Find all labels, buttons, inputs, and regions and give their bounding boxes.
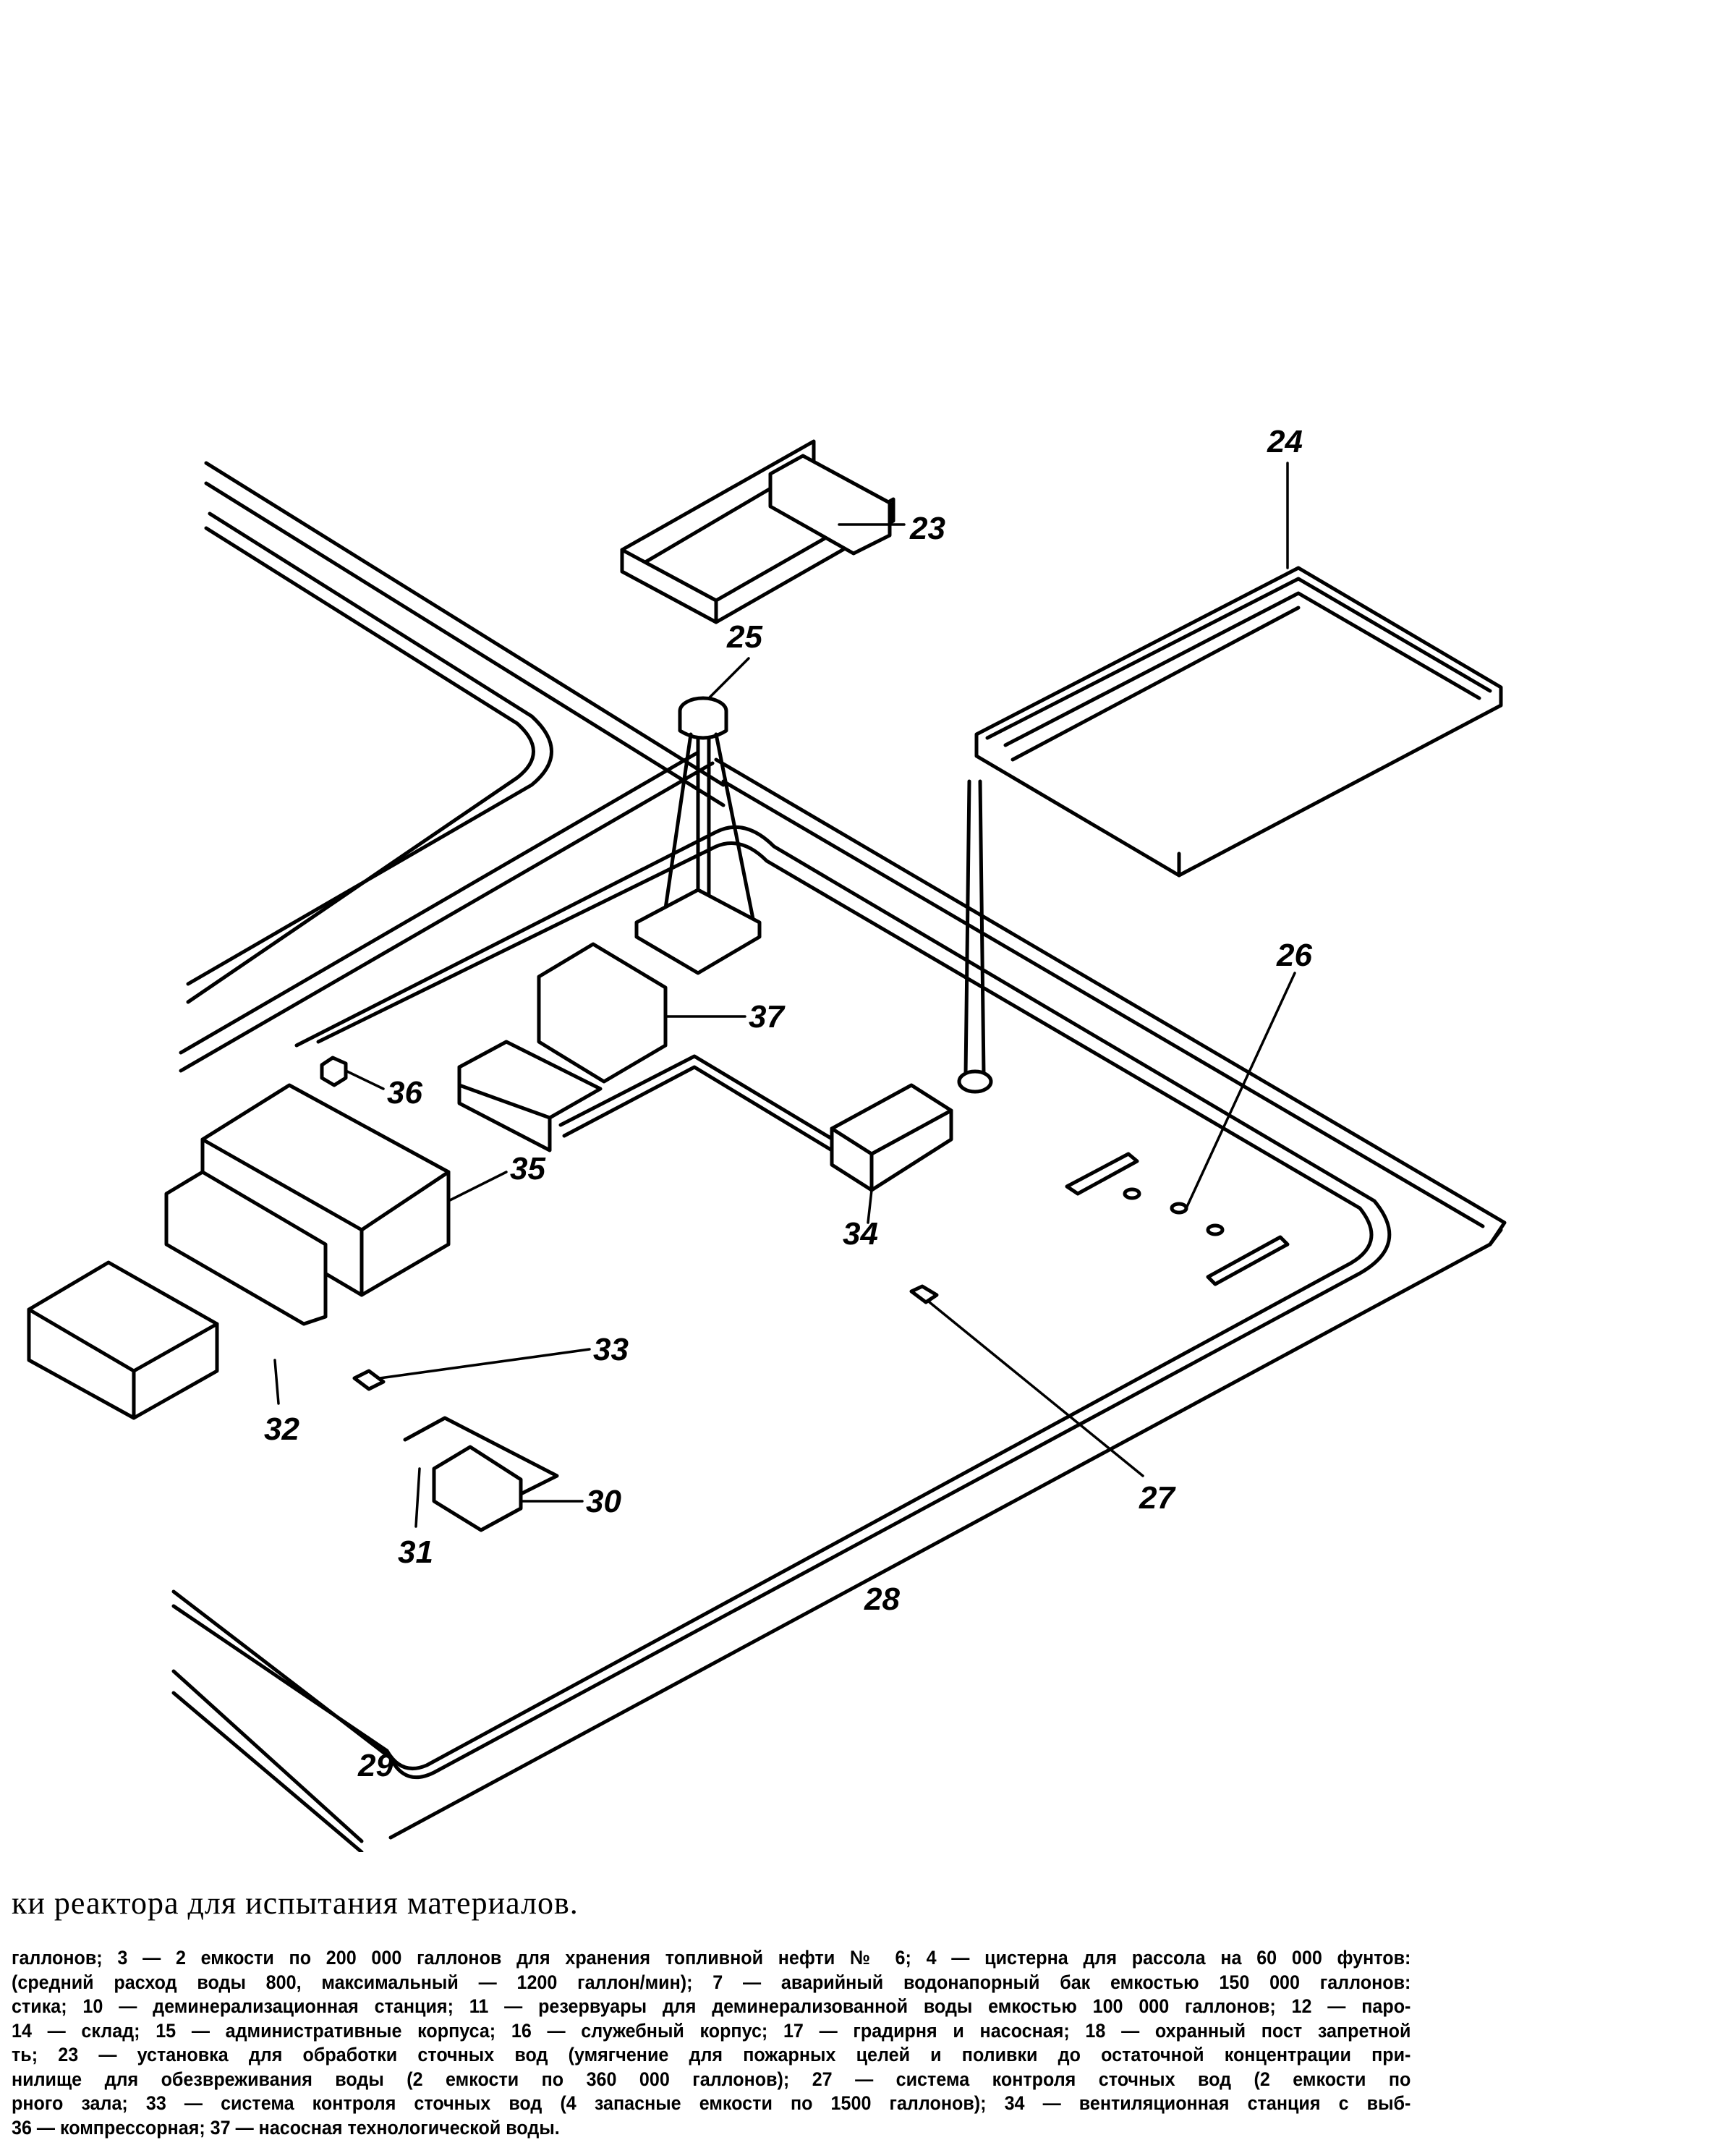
- ventilation-station: [832, 1085, 951, 1190]
- water-tower: [637, 698, 760, 973]
- label-26: 26: [1276, 938, 1312, 973]
- pump-station: [405, 1418, 557, 1530]
- figure-caption-title: ки реактора для испытания материалов.: [12, 1885, 1516, 1922]
- label-36: 36: [387, 1075, 422, 1111]
- label-28: 28: [864, 1581, 900, 1617]
- label-31: 31: [398, 1534, 433, 1570]
- compressor-house: [322, 1058, 346, 1085]
- label-29: 29: [357, 1748, 393, 1783]
- label-30: 30: [586, 1484, 621, 1519]
- label-24: 24: [1267, 424, 1303, 459]
- label-33: 33: [593, 1332, 629, 1367]
- caption-line: галлонов; 3 — 2 емкости по 200 000 галло…: [12, 1946, 1410, 1971]
- label-23: 23: [909, 511, 945, 546]
- site-markers: [354, 1154, 1288, 1389]
- caption-line: нилище для обезвреживания воды (2 емкост…: [12, 2068, 1410, 2092]
- label-32: 32: [264, 1411, 299, 1447]
- process-water-pump-house: [459, 944, 665, 1150]
- site-perimeter-fence: [174, 760, 1505, 1852]
- reactor-building-complex: [29, 1085, 448, 1418]
- label-35: 35: [510, 1151, 545, 1186]
- label-25: 25: [726, 619, 762, 655]
- caption-line: (средний расход воды 800, максимальный —…: [12, 1971, 1410, 1995]
- figure-caption-legend: галлонов; 3 — 2 емкости по 200 000 галло…: [12, 1946, 1410, 2140]
- isometric-site-plan: 23 24 25 26 27 28 29 30 31 32 33 34 35 3…: [0, 0, 1736, 1852]
- pond-reservoir: [977, 568, 1501, 875]
- caption-line: 14 — склад; 15 — административные корпус…: [12, 2019, 1410, 2044]
- label-34: 34: [843, 1216, 878, 1252]
- caption-line: 36 — компрессорная; 37 — насосная технол…: [12, 2116, 1410, 2140]
- caption-line: ть; 23 — установка для обработки сточных…: [12, 2043, 1410, 2068]
- caption-line: рного зала; 33 — система контроля сточны…: [12, 2092, 1410, 2116]
- label-27: 27: [1139, 1480, 1176, 1516]
- wastewater-treatment-building: [622, 441, 893, 622]
- label-37: 37: [749, 999, 786, 1035]
- caption-line: стика; 10 — деминерализационная станция;…: [12, 1995, 1410, 2019]
